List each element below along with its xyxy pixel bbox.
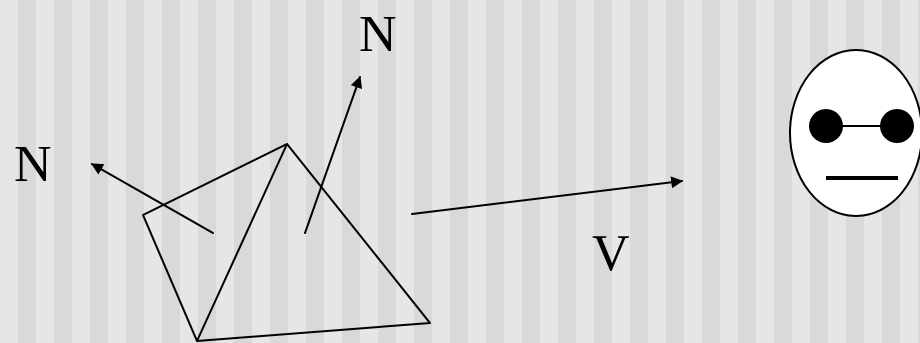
mouth	[826, 176, 898, 180]
normal-top-arrow	[304, 75, 363, 234]
polygon-right-triangle	[196, 143, 431, 342]
polygon-mesh	[142, 143, 431, 342]
view-vector-label: V	[592, 225, 630, 282]
view-vector-arrow	[411, 176, 684, 215]
normal-left-label: N	[14, 136, 52, 193]
normal-top-label: N	[359, 6, 397, 63]
face-outline	[789, 49, 920, 217]
polygon-left-triangle	[142, 143, 288, 342]
normal-left-arrow	[90, 163, 214, 234]
face-icon	[789, 49, 920, 217]
